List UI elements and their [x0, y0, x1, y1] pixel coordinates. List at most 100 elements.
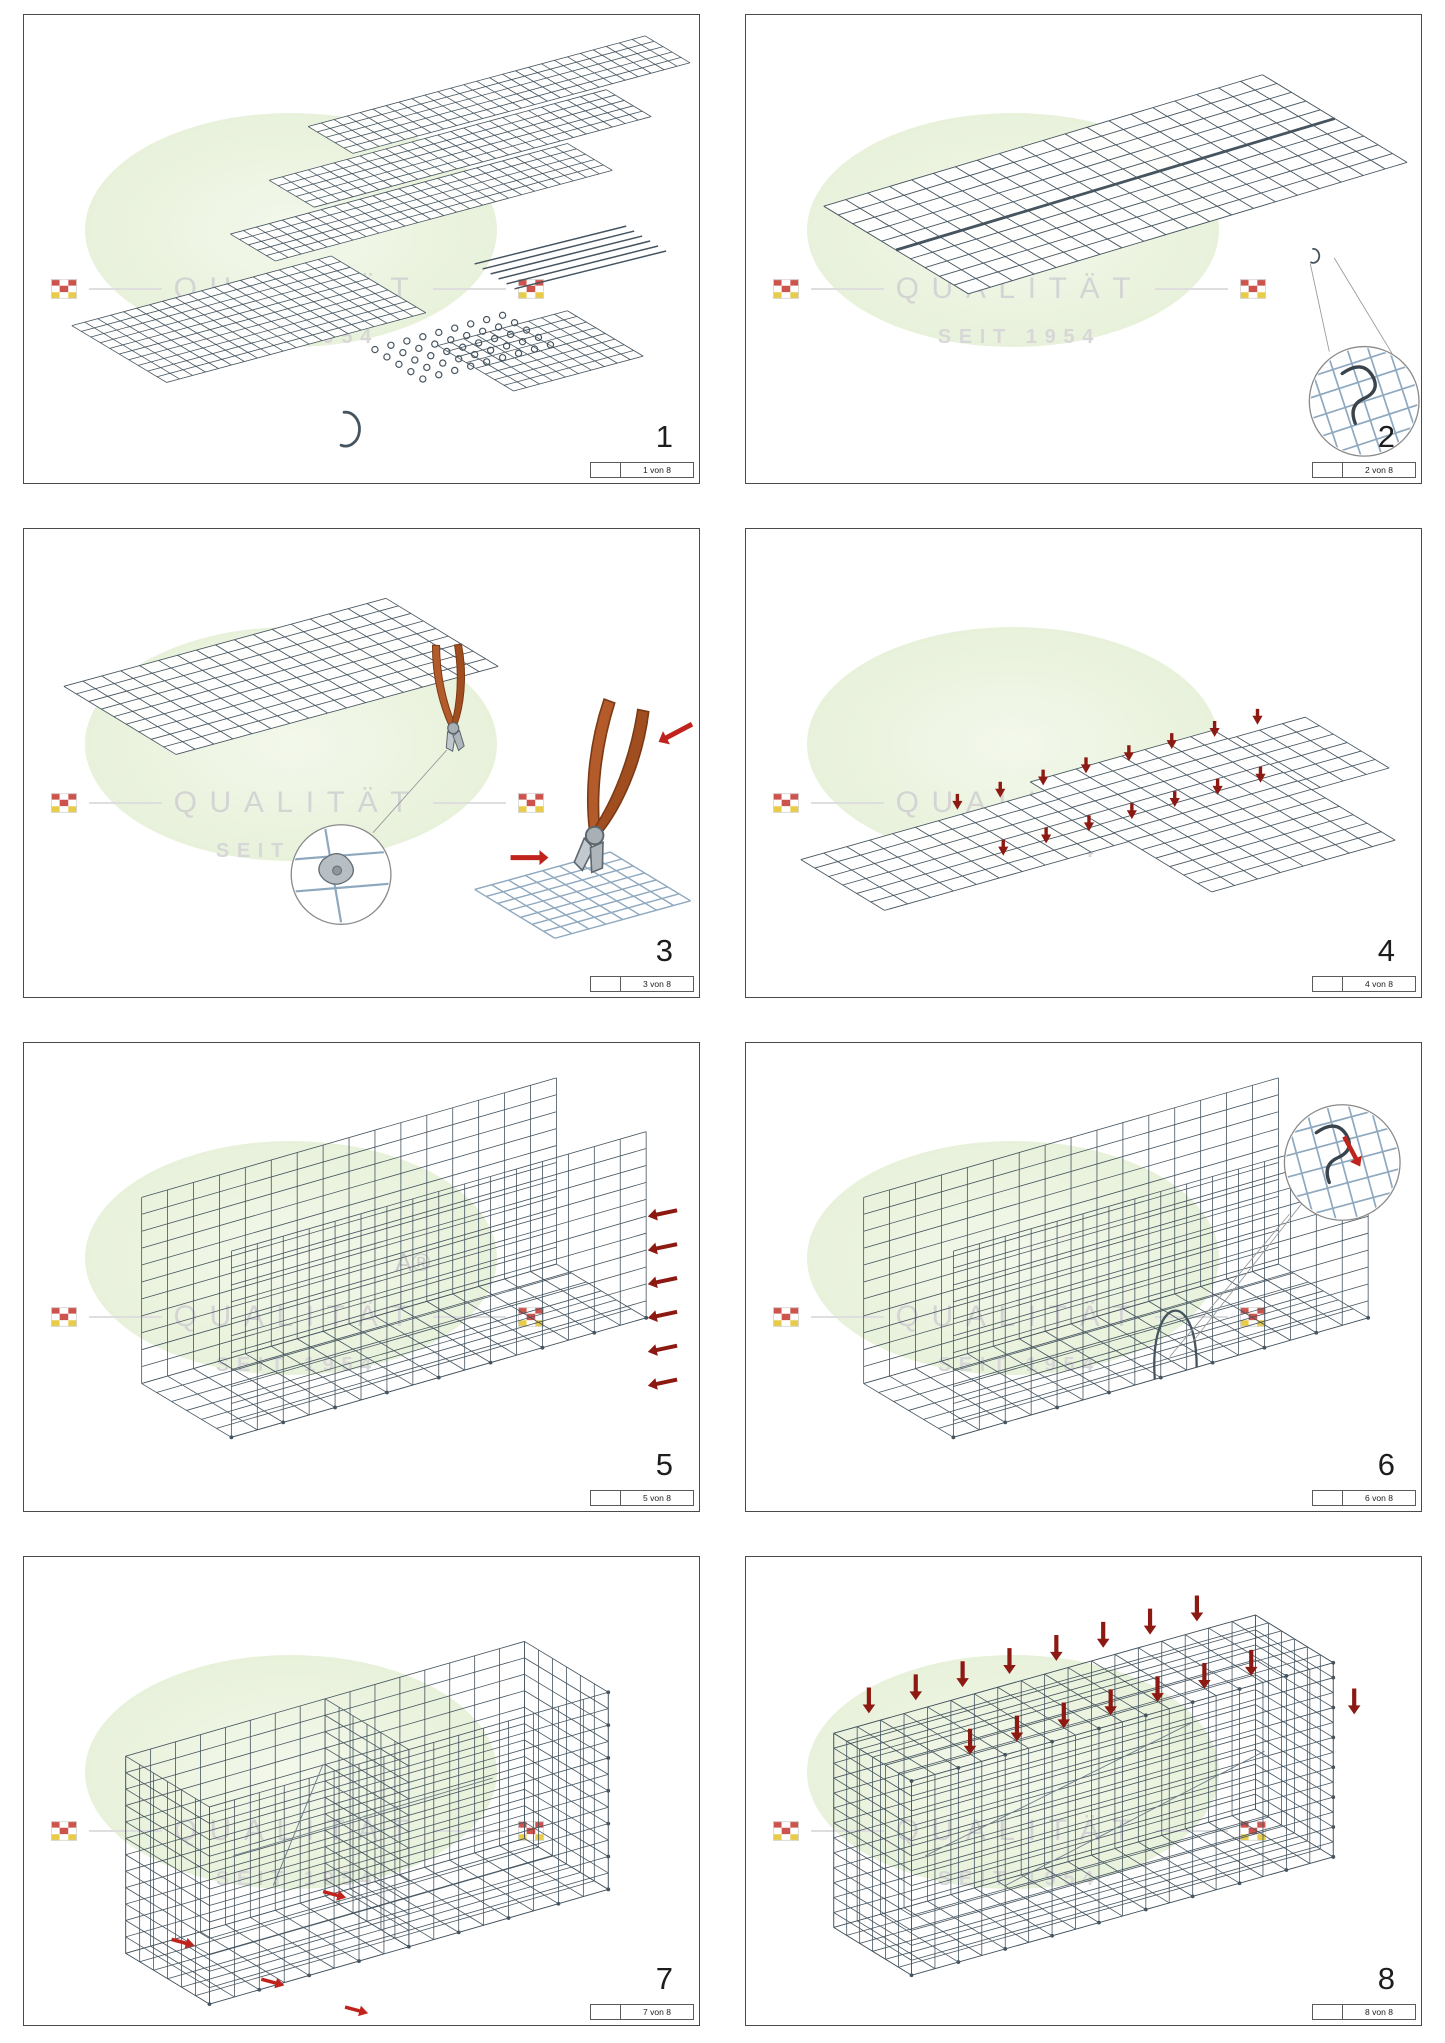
- step-panel-1: QUALITÄT SEIT 1954 1 1 von 8: [23, 14, 700, 484]
- sheet-count-label: 2 von 8: [1365, 465, 1393, 475]
- sheet-count-label-cell: [1313, 977, 1343, 991]
- step-3-illustration: [63, 597, 694, 939]
- red-arrow-icon: [647, 1377, 678, 1390]
- wire-cutter-pliers-icon: [573, 698, 650, 874]
- step-panel-5: QUALITÄT SEIT 1954 A® 5 5 von 8: [23, 1042, 700, 1512]
- wire-mesh-grid: [833, 1614, 1334, 1782]
- red-arrow-icon: [995, 781, 1006, 798]
- red-arrow-icon: [1050, 1634, 1063, 1661]
- red-arrow-icon: [1255, 766, 1266, 783]
- sheet-count-label: 5 von 8: [643, 1493, 671, 1503]
- wire-mesh-grid: [437, 310, 644, 392]
- sheet-count-box: 8 von 8: [1312, 2004, 1416, 2020]
- step-number: 8: [1377, 1961, 1395, 1996]
- red-arrow-icon: [344, 2005, 369, 2017]
- step-5-illustration: [141, 1077, 678, 1440]
- red-arrow-icon: [1003, 1648, 1016, 1674]
- sheet-count-label-cell: [591, 463, 621, 477]
- sheet-count-label-cell: [591, 1491, 621, 1505]
- red-arrow-icon: [647, 1343, 678, 1356]
- red-arrow-icon: [1166, 733, 1177, 750]
- sheet-count-box: 3 von 8: [590, 976, 694, 992]
- red-arrow-icon: [1080, 757, 1092, 774]
- red-arrow-icon: [952, 793, 963, 810]
- step-panel-6: QUALITÄT SEIT 1954 6 6 von 8: [745, 1042, 1422, 1512]
- red-arrow-icon: [647, 1208, 678, 1221]
- wire-mesh-grid: [230, 1131, 647, 1438]
- red-arrow-icon: [322, 1889, 347, 1901]
- sheet-count-label-cell: [1313, 463, 1343, 477]
- wire-mesh-grid: [833, 1732, 912, 1976]
- step-1-illustration: [71, 35, 691, 448]
- wire-mesh-grid: [1255, 1614, 1334, 1858]
- wire-mesh-grid: [474, 851, 691, 939]
- spiral-hook-icon: [1340, 365, 1377, 425]
- step-2-illustration: [823, 74, 1420, 457]
- step-panel-4: QUALITÄT SEIT 1954 4 4 von 8: [745, 528, 1422, 998]
- sheet-count-label: 6 von 8: [1365, 1493, 1393, 1503]
- wire-mesh-grid: [863, 1263, 1369, 1438]
- sheet-count-box: 1 von 8: [590, 462, 694, 478]
- step-8-illustration: [833, 1595, 1361, 1978]
- red-arrow-icon: [1123, 745, 1134, 762]
- sheet-count-box: 2 von 8: [1312, 462, 1416, 478]
- red-arrow-icon: [1041, 827, 1052, 844]
- red-arrow-icon: [1212, 778, 1223, 795]
- wire-mesh-grid: [863, 1077, 1279, 1384]
- step-number: 7: [655, 1961, 673, 1996]
- wire-mesh-grid: [1029, 729, 1396, 893]
- sheet-count-box: 5 von 8: [590, 1490, 694, 1506]
- red-arrow-icon: [1010, 1715, 1024, 1742]
- wire-mesh-grid: [141, 1263, 647, 1438]
- red-arrow-icon: [658, 721, 694, 745]
- c-hook-icon: [339, 410, 361, 448]
- red-arrow-icon: [1038, 769, 1049, 786]
- step-4-illustration: [800, 708, 1396, 911]
- sheet-count-label: 3 von 8: [643, 979, 671, 989]
- zoom-detail-circle: [1283, 1104, 1401, 1221]
- red-arrow-icon: [1190, 1595, 1204, 1622]
- wire-mesh-grid: [71, 255, 427, 383]
- wire-mesh-grid: [125, 1755, 210, 2005]
- sheet-count-label-cell: [591, 2005, 621, 2019]
- red-arrow-icon: [1244, 1649, 1258, 1676]
- step-6-illustration: [863, 1077, 1401, 1440]
- red-arrow-icon: [1096, 1621, 1110, 1648]
- step-7-illustration: [125, 1641, 611, 2017]
- wire-mesh-grid: [833, 1614, 1256, 1928]
- sheet-count-box: 4 von 8: [1312, 976, 1416, 992]
- wire-mesh-grid: [269, 89, 652, 208]
- step-number: 2: [1377, 419, 1395, 454]
- step-number: 5: [655, 1447, 673, 1482]
- step-number: 1: [655, 419, 673, 454]
- wire-mesh-grid: [952, 1131, 1369, 1438]
- tension-wire-icon: [1153, 1309, 1198, 1380]
- red-arrow-icon: [647, 1276, 678, 1289]
- red-arrow-icon: [647, 1242, 678, 1255]
- red-arrow-icon: [1083, 815, 1095, 832]
- red-arrow-icon: [510, 850, 549, 866]
- zoom-detail-circle: [290, 824, 392, 925]
- sheet-count-box: 6 von 8: [1312, 1490, 1416, 1506]
- step-panel-8: QUALITÄT SEIT 1954 8 8 von 8: [745, 1556, 1422, 2026]
- red-arrow-icon: [998, 839, 1009, 856]
- step-number: 6: [1377, 1447, 1395, 1482]
- sheet-count-label: 7 von 8: [643, 2007, 671, 2017]
- red-arrow-icon: [1057, 1702, 1071, 1729]
- wire-mesh-grid: [833, 1808, 1334, 1976]
- red-arrow-icon: [909, 1674, 923, 1701]
- red-arrow-icon: [1209, 720, 1220, 737]
- step-panel-2: QUALITÄT SEIT 1954 2 2 von 8: [745, 14, 1422, 484]
- wire-mesh-grid: [307, 35, 691, 154]
- sheet-count-box: 7 von 8: [590, 2004, 694, 2020]
- step-number: 3: [655, 933, 673, 968]
- red-arrow-icon: [1169, 791, 1180, 808]
- step-panel-7: QUALITÄT SEIT 1954 7 7 von 8: [23, 1556, 700, 2026]
- step-panel-3: QUALITÄT SEIT 1954 3 3 von 8: [23, 528, 700, 998]
- wire-mesh-grid: [324, 1698, 410, 1948]
- red-arrow-icon: [1126, 803, 1137, 820]
- red-arrow-icon: [647, 1309, 678, 1323]
- red-arrow-icon: [1342, 1135, 1362, 1167]
- red-arrow-icon: [260, 1977, 285, 1989]
- wire-mesh-grid: [63, 597, 499, 755]
